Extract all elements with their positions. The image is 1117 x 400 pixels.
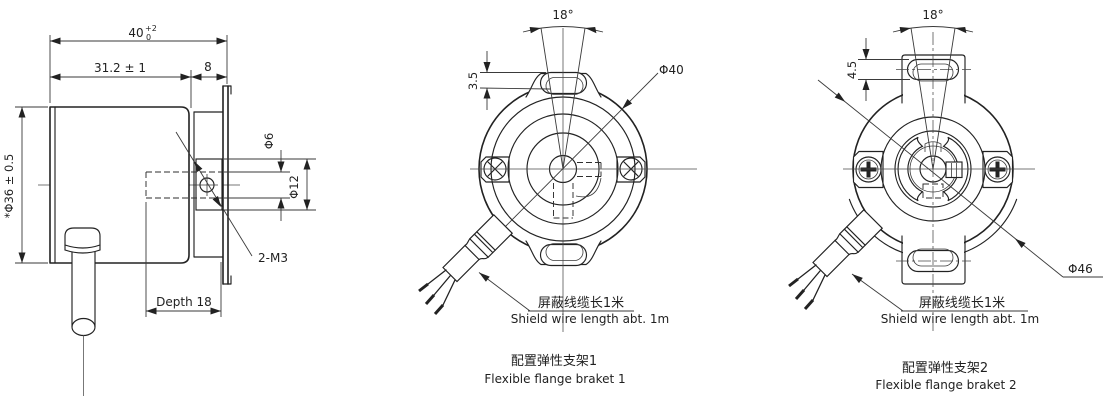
dim-total-width: 40 +2 0 [49,24,228,103]
dim-bracket-width-value: 8 [204,60,212,74]
set-screw-hole [196,174,218,196]
dim-body-diameter-value: *Φ36 ± 0.5 [2,154,16,219]
left-screw-tab-1 [480,156,510,183]
bottom-tab-2 [896,235,971,285]
bottom-tab-1 [525,222,602,267]
dim-body-diameter: *Φ36 ± 0.5 [2,106,48,264]
caption-2: 配置弹性支架2 Flexible flange braket 2 [875,361,1016,392]
dim-total-width-tol-lower: 0 [146,33,151,42]
top-tab-1 [525,71,602,116]
angle-value-1: 18° [552,8,573,22]
dim-total-width-value: 40 [128,26,143,40]
screw-callout-leader [175,131,253,257]
cable-note-2: 屏蔽线缆长1米 Shield wire length abt. 1m [851,273,1039,326]
angle-dim-1: 18° [522,8,604,170]
caption-zh-1: 配置弹性支架1 [511,354,597,369]
encoder-body-outline [49,106,190,264]
slot-depth-dim-2: 4.5 [845,38,910,101]
key-slot-2 [945,161,963,179]
dim-hole-depth: Depth 18 [145,202,222,317]
caption-en-2: Flexible flange braket 2 [875,378,1016,392]
dim-hole-depth-value: Depth 18 [156,295,212,309]
cable-note-en-1: Shield wire length abt. 1m [511,312,669,326]
angle-value-2: 18° [922,8,943,22]
top-tab-2 [896,54,971,104]
front-view-2: 18° 4.5 Φ46 屏蔽线缆长1米 Shield wire length a… [787,8,1103,392]
hidden-shaft-hole [145,171,222,199]
caption-en-1: Flexible flange braket 1 [484,372,625,386]
dim-boss-diameter: Φ12 [224,158,316,211]
dim-shaft-hole-value: Φ6 [262,133,276,149]
slot-depth-value-2: 4.5 [845,61,859,79]
side-view: 2-M3 40 +2 0 31.2 ± 1 8 [2,24,316,396]
angle-dim-2: 18° [892,8,974,170]
cable-note-en-2: Shield wire length abt. 1m [881,312,1039,326]
right-screw-tab-2 [982,150,1014,189]
cable-note-1: 屏蔽线缆长1米 Shield wire length abt. 1m [478,272,669,326]
dim-total-width-tol-upper: +2 [145,24,157,33]
cable-assembly-2 [787,208,884,311]
slot-depth-dim-1: 3.5 [466,51,551,110]
right-screw-tab-1 [616,156,646,183]
front-view-1: 18° 3.5 Φ40 [418,8,697,386]
dim-body-width: 31.2 ± 1 [50,61,192,108]
flange-dia-leader-2: Φ46 [817,79,1103,278]
flange-dia-leader-1: Φ40 [483,63,684,249]
dim-bracket-width: 8 [191,60,227,81]
cable-note-zh-2: 屏蔽线缆长1米 [919,295,1005,311]
cable-assembly-1 [418,213,514,315]
cable-note-zh-1: 屏蔽线缆长1米 [538,295,624,311]
flange-arc-se-2 [962,198,1018,254]
caption-zh-2: 配置弹性支架2 [902,361,988,376]
flange-dia-value-1: Φ40 [659,63,684,77]
dim-boss-diameter-value: Φ12 [287,175,301,199]
left-screw-tab-2 [852,150,884,189]
dim-body-width-value: 31.2 ± 1 [94,61,146,75]
caption-1: 配置弹性支架1 Flexible flange braket 1 [484,354,625,386]
dim-shaft-hole: Φ6 [224,133,290,221]
screw-callout-label: 2-M3 [258,251,288,265]
flange-dia-value-2: Φ46 [1068,262,1093,276]
coupling-slots-2 [897,136,969,202]
flexible-bracket-side [193,85,232,285]
side-cable [64,227,101,396]
slot-depth-value-1: 3.5 [466,72,480,90]
